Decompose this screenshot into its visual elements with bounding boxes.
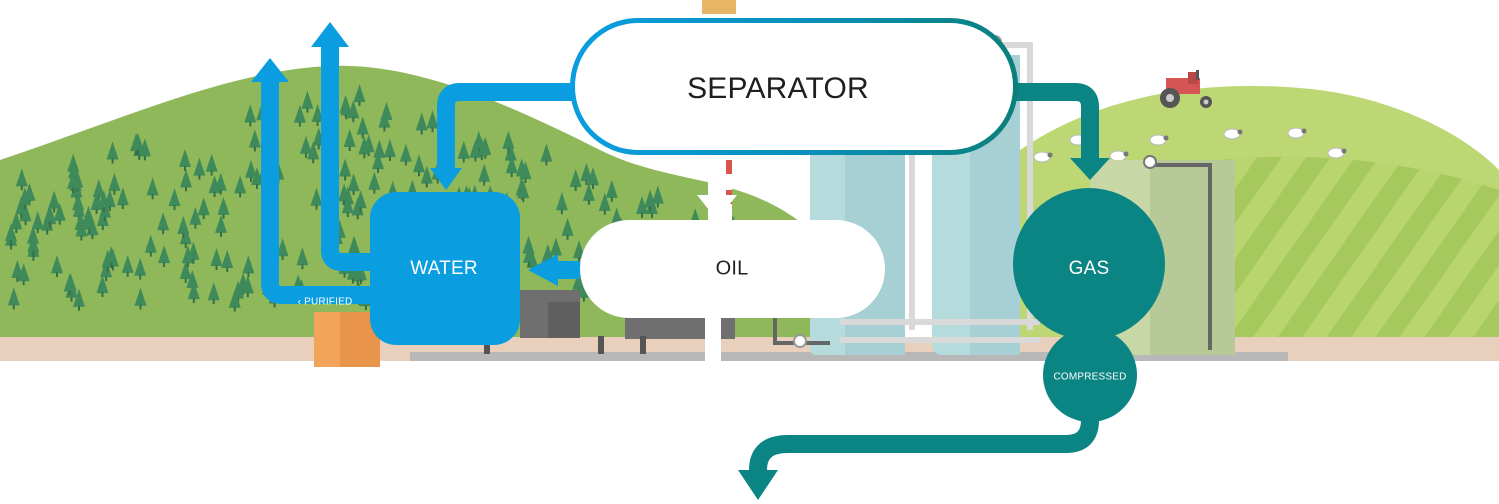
compressed-vessel — [1043, 328, 1137, 422]
water-tank — [370, 192, 520, 345]
oil-vessel — [580, 220, 885, 318]
separator-to-gas-arrow — [990, 83, 1099, 160]
separator-to-oil-arrowhead — [697, 195, 737, 220]
separator-label: SEPARATOR — [687, 72, 869, 105]
purified-arrowhead — [251, 58, 289, 82]
water-label: WATER — [410, 258, 478, 279]
gas-label: GAS — [1068, 258, 1110, 279]
compressed-label: COMPRESSED — [1053, 371, 1127, 383]
sheep-icon — [1223, 128, 1243, 140]
sheep-icon — [1033, 151, 1053, 163]
water-arrowhead — [430, 168, 462, 190]
sheep-icon — [1287, 127, 1307, 139]
tractor-icon — [1160, 70, 1212, 108]
gas-arrowhead — [1070, 158, 1110, 180]
vent-arrowhead — [311, 22, 349, 47]
sheep-icon — [1327, 147, 1347, 159]
export-arrowhead — [738, 470, 778, 500]
oil-label: OIL — [715, 257, 749, 280]
vent-arrow — [321, 45, 380, 271]
sheep-icon — [1109, 150, 1129, 162]
separator-to-water-arrow — [437, 83, 580, 168]
export-arrow — [749, 405, 1099, 471]
purified-label: ‹ PURIFIED — [297, 296, 353, 308]
purified-outlet-arrow — [261, 80, 380, 304]
gas-vessel — [1013, 188, 1165, 340]
gas-flow — [749, 83, 1099, 471]
oil-to-water-arrowhead — [528, 254, 558, 286]
water-flow — [261, 45, 580, 304]
sheep-icon — [1149, 134, 1169, 146]
